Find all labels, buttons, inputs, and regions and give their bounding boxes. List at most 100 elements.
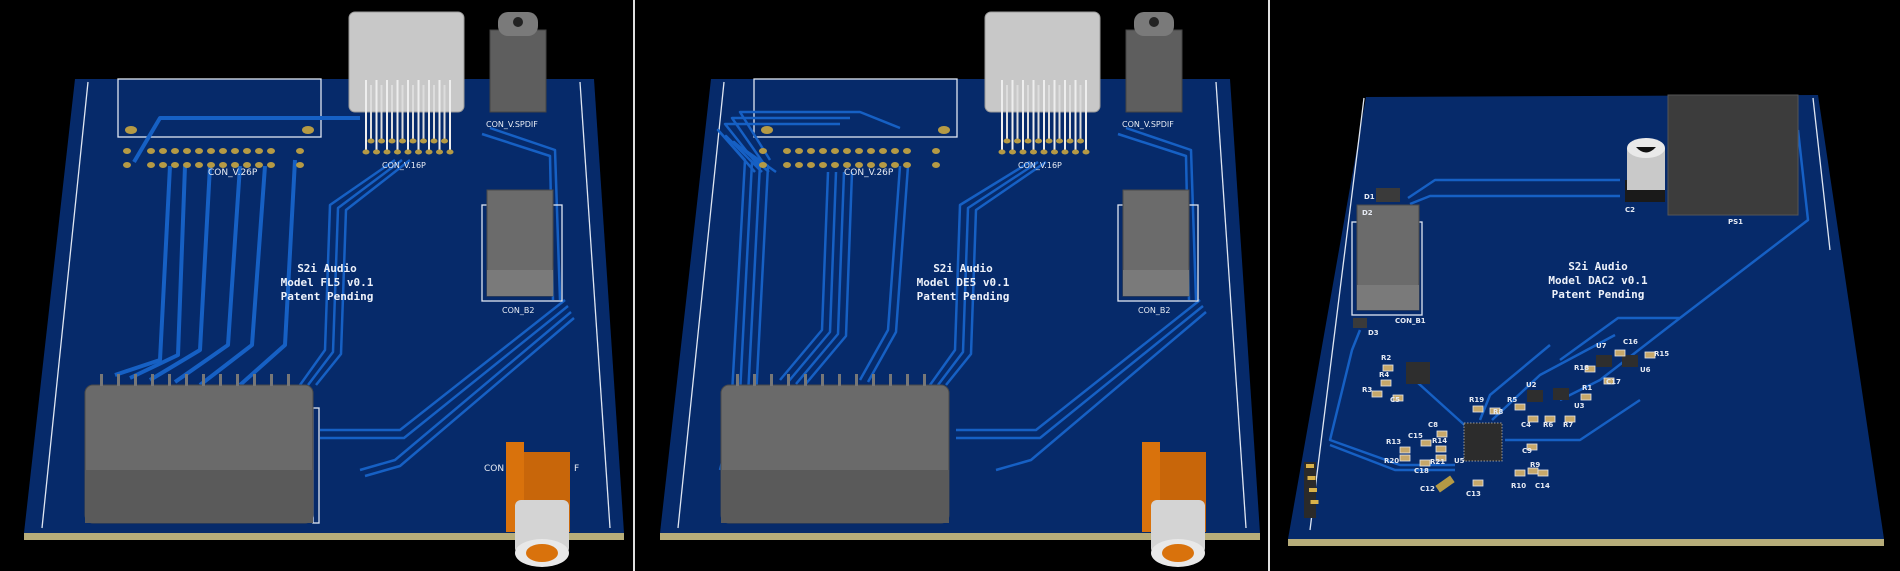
refdes-u2: U2 [1526, 381, 1537, 389]
board-keepout-line [677, 81, 725, 529]
pad [1035, 138, 1042, 144]
pad [394, 149, 401, 155]
board-title-line-3: Patent Pending [281, 290, 374, 303]
pad [795, 162, 803, 168]
refdes-c15: C15 [1408, 432, 1423, 440]
refdes-c12: C12 [1420, 485, 1435, 493]
pad [819, 148, 827, 154]
pin [287, 374, 290, 386]
pad [1045, 138, 1053, 144]
pad [759, 148, 767, 154]
pad [195, 162, 203, 168]
pin [923, 374, 926, 386]
pad [383, 149, 391, 155]
smd-passive [1371, 390, 1383, 398]
refdes-r14: R14 [1432, 437, 1447, 445]
pad [831, 148, 839, 154]
smd-passive [1399, 446, 1411, 454]
refdes-r4: R4 [1379, 371, 1389, 379]
ic-u7 [1596, 355, 1612, 367]
pad [891, 162, 899, 168]
refdes-c14: C14 [1535, 482, 1550, 490]
pin [753, 374, 756, 386]
smd-passive [1564, 415, 1576, 423]
refdes-c13: C13 [1466, 490, 1481, 498]
pin [202, 374, 205, 386]
label-con-v-16p: CON_V.16P [382, 161, 426, 170]
pad [1056, 138, 1063, 144]
smd-passive [1399, 454, 1411, 462]
pads-26p [759, 148, 940, 168]
pad [430, 138, 438, 144]
board-edge [1288, 539, 1884, 546]
pad [446, 149, 454, 155]
pad [159, 162, 167, 168]
diode-d1 [1376, 188, 1400, 202]
label-con-v-spdif: CON_V.SPDIF [486, 120, 538, 129]
refdes-r2: R2 [1381, 354, 1391, 362]
connector-16p-body [984, 11, 1101, 113]
pad [1040, 149, 1048, 155]
refdes-r1: R1 [1582, 384, 1592, 392]
pad [123, 148, 131, 154]
refdes-c17: C17 [1606, 378, 1621, 386]
spdif-connector-body [489, 29, 547, 113]
smd-passive [1472, 405, 1484, 413]
refdes-r7: R7 [1563, 421, 1573, 429]
refdes-c9: C9 [1522, 447, 1532, 455]
pad [123, 162, 131, 168]
pad [362, 149, 370, 155]
refdes-c8: C8 [1428, 421, 1438, 429]
spdif-connector-hole [513, 17, 523, 27]
pin [855, 374, 858, 386]
board-title-line-1: S2i Audio [1568, 260, 1628, 273]
pad [425, 149, 433, 155]
pad [831, 162, 839, 168]
panel-dac2: CON_B1 D1 D2 D3 C2 PS1 S2i Audio Model D… [1288, 94, 1884, 546]
refdes-r6: R6 [1543, 421, 1553, 429]
label-con-b2: CON_B2 [502, 306, 534, 315]
pad [855, 162, 863, 168]
board-keepout-line [41, 81, 89, 529]
refdes-c16: C16 [1623, 338, 1638, 346]
header-pin [1309, 488, 1317, 492]
pad [903, 148, 911, 154]
refdes-r20: R20 [1384, 457, 1399, 465]
pin [219, 374, 222, 386]
mount-hole [761, 126, 773, 134]
pad [171, 148, 179, 154]
pin [787, 374, 790, 386]
board-edge [660, 533, 1260, 540]
smd-passive [1472, 479, 1484, 487]
pad [231, 162, 239, 168]
refdes-u7: U7 [1596, 342, 1607, 350]
smd-passive [1527, 415, 1539, 423]
smd-passive [1537, 469, 1549, 477]
pin [838, 374, 841, 386]
refdes-r15: R15 [1654, 350, 1669, 358]
pad [903, 162, 911, 168]
smd-passive [1489, 407, 1501, 415]
power-supply-ps1 [1667, 94, 1799, 216]
capacitor-c12 [1435, 475, 1455, 493]
smd-passive [1514, 403, 1526, 411]
label-con-v-16p: CON_V.16P [1018, 161, 1062, 170]
mount-hole [938, 126, 950, 134]
pad [1009, 149, 1016, 155]
pad [441, 138, 448, 144]
smd-passive [1420, 439, 1432, 447]
refdes-r21: R21 [1430, 458, 1445, 466]
label-con-b2: CON_B2 [1138, 306, 1170, 315]
rca-jack-sleeve [515, 500, 569, 554]
pin [906, 374, 909, 386]
pin [821, 374, 824, 386]
connector-16p-pins [998, 80, 1090, 155]
pad [843, 148, 851, 154]
refdes-c18: C18 [1414, 467, 1429, 475]
pad [420, 138, 427, 144]
label-con-rca-left: CON [484, 464, 504, 474]
smd-passive [1584, 365, 1596, 373]
spdif-connector-body [1125, 29, 1183, 113]
pad [255, 148, 263, 154]
connector-b1-latch [1357, 285, 1419, 310]
